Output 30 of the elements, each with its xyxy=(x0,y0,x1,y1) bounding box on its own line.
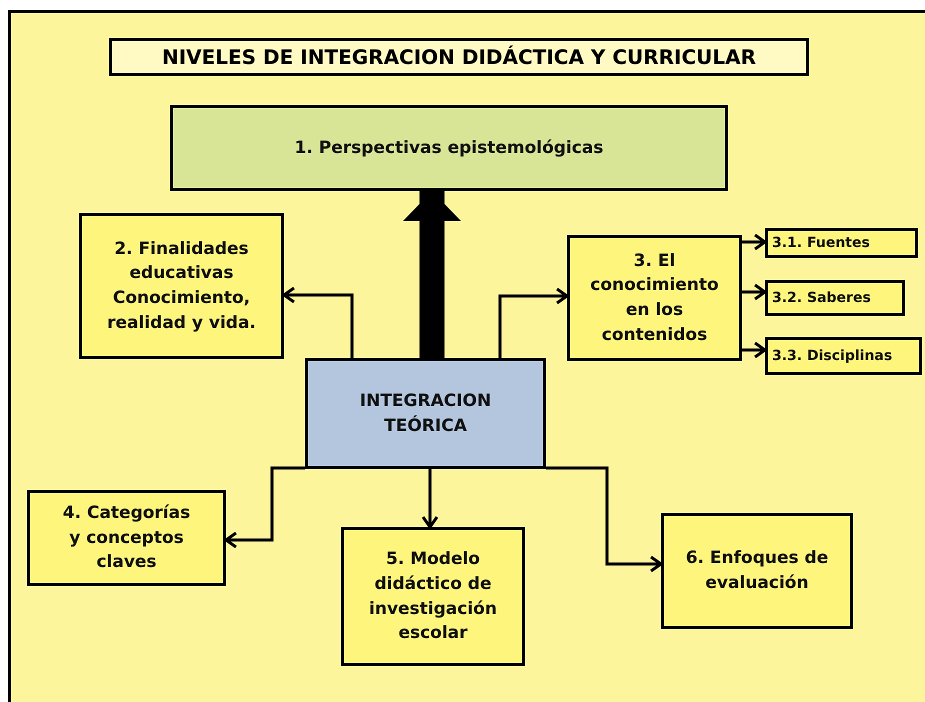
process-box xyxy=(27,490,226,586)
arrow xyxy=(498,288,568,358)
process-box xyxy=(341,527,525,666)
arrow xyxy=(422,469,438,528)
node-label: INTEGRACION TEÓRICA xyxy=(358,390,492,438)
node-label: 3.2. Saberes xyxy=(772,288,871,308)
process-box xyxy=(567,235,742,361)
node-label: 3.3. Disciplinas xyxy=(772,346,892,366)
block-arrow xyxy=(403,191,461,358)
node-label: 1. Perspectivas epistemológicas xyxy=(294,136,604,160)
node-label: 3. El conocimiento en los contenidos xyxy=(589,250,720,347)
arrow xyxy=(546,466,662,572)
arrow xyxy=(742,342,766,358)
node-label: 5. Modelo didáctico de investigación escolar xyxy=(368,548,498,646)
top-box xyxy=(170,105,728,191)
node-label: 3.1. Fuentes xyxy=(772,234,870,253)
arrow xyxy=(282,286,354,358)
process-box xyxy=(765,228,918,258)
arrow xyxy=(742,284,766,300)
central-box xyxy=(305,358,546,469)
arrow xyxy=(224,466,305,548)
node-label: 2. Finalidades educativas Conocimiento, realidad y vida. xyxy=(106,238,257,335)
process-box xyxy=(79,213,284,359)
process-box xyxy=(765,337,922,375)
node-label: 4. Categorías y conceptos claves xyxy=(62,502,192,574)
node-label: 6. Enfoques de evaluación xyxy=(684,547,830,595)
process-box xyxy=(661,513,853,629)
arrow xyxy=(742,234,766,250)
title: NIVELES DE INTEGRACION DIDÁCTICA Y CURRICULAR xyxy=(109,38,809,76)
process-box xyxy=(765,280,905,316)
